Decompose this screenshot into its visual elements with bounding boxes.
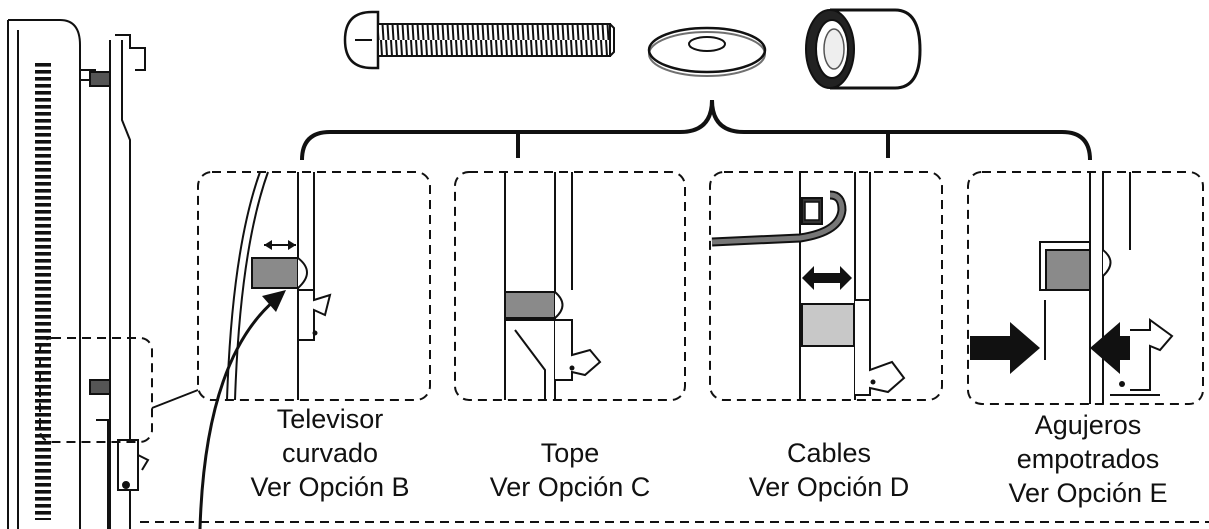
caption-line: Tope — [540, 438, 600, 468]
caption-line: Cables — [786, 438, 872, 468]
caption-line: Televisor — [276, 404, 384, 434]
zoom-box — [39, 337, 153, 443]
caption-line: curvado — [281, 438, 379, 468]
panel-recessed-holes — [967, 171, 1204, 405]
caption-line: empotrados — [1016, 444, 1160, 474]
caption-line: Ver Opción C — [489, 472, 651, 502]
pointer-arrow — [198, 290, 286, 529]
screw-icon — [343, 10, 615, 70]
caption-line: Ver Opción D — [748, 472, 910, 502]
panel-curved-tv — [197, 171, 431, 401]
caption-line: Agujeros — [1034, 410, 1142, 440]
caption-recessed-holes: Agujeros empotrados Ver Opción E — [978, 408, 1198, 510]
washer-icon — [647, 26, 767, 77]
caption-cables: Cables Ver Opción D — [718, 436, 940, 504]
grouping-brace — [300, 99, 1092, 161]
panel-cables — [709, 171, 943, 401]
caption-line: Ver Opción E — [1008, 478, 1168, 508]
caption-stop: Tope Ver Opción C — [460, 436, 680, 504]
caption-curved-tv: Televisor curvado Ver Opción B — [225, 402, 435, 504]
zoom-connector — [151, 389, 199, 409]
caption-line: Ver Opción B — [250, 472, 410, 502]
spacer-icon — [805, 8, 922, 90]
tv-side-profile — [7, 19, 150, 529]
panel-stop — [454, 171, 686, 401]
